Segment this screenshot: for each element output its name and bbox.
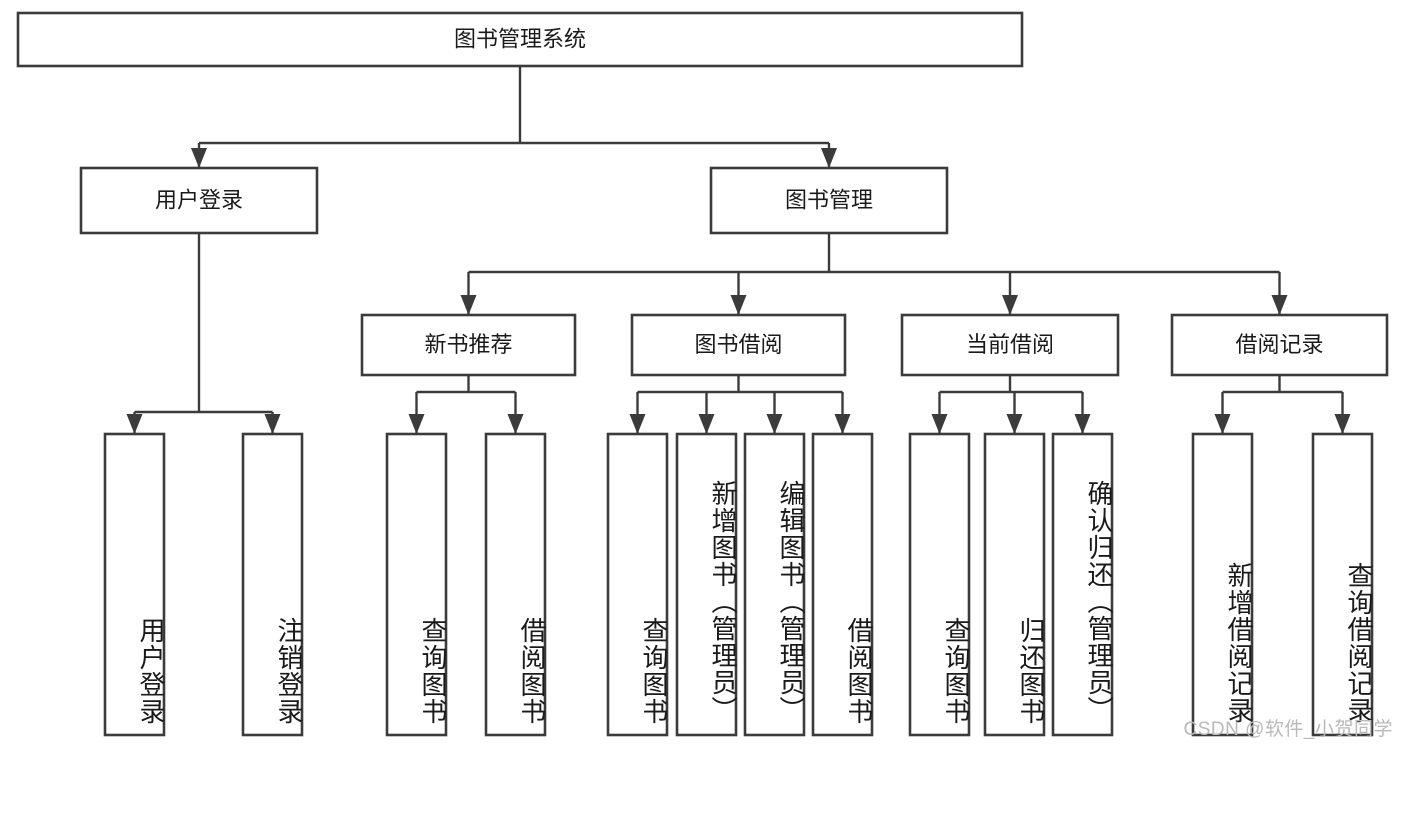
node-label-borrow-record: 借阅记录 xyxy=(1235,332,1323,357)
node-box-leaf-query-book-rec[interactable] xyxy=(385,432,448,737)
node-box-leaf-confirm-return[interactable] xyxy=(1051,432,1114,737)
node-box-leaf-logout-login[interactable] xyxy=(241,432,304,737)
connector-arrowhead xyxy=(730,295,747,315)
node-box-book-borrow[interactable] xyxy=(630,313,847,377)
node-box-new-book-recommend[interactable] xyxy=(360,313,577,377)
connector-arrowhead xyxy=(766,414,783,434)
node-box-leaf-add-record[interactable] xyxy=(1191,432,1254,737)
connector-arrowhead xyxy=(507,414,524,434)
connector-arrowhead xyxy=(460,295,477,315)
node-label-book-manage: 图书管理 xyxy=(785,187,873,212)
node-label-new-book-recommend: 新书推荐 xyxy=(424,332,512,357)
diagram-root: 图书管理系统用户登录图书管理新书推荐图书借阅当前借阅借阅记录 用户登录注销登录查… xyxy=(16,11,1393,740)
connector-arrowhead xyxy=(834,414,851,434)
connector-arrowhead xyxy=(931,414,948,434)
node-box-leaf-query-record[interactable] xyxy=(1311,432,1374,737)
node-label-user-login: 用户登录 xyxy=(155,187,243,212)
node-box-borrow-record[interactable] xyxy=(1170,313,1389,377)
node-box-leaf-query-book-borrow[interactable] xyxy=(606,432,669,737)
node-box-leaf-query-book-current[interactable] xyxy=(908,432,971,737)
connector-arrowhead xyxy=(126,414,143,434)
connector-arrowhead xyxy=(629,414,646,434)
node-box-leaf-add-book[interactable] xyxy=(675,432,738,737)
connector-arrowhead xyxy=(191,148,207,168)
node-box-leaf-borrow-book-rec[interactable] xyxy=(484,432,547,737)
node-box-book-manage[interactable] xyxy=(709,166,949,235)
connector-arrowhead xyxy=(1214,414,1231,434)
node-box-user-login[interactable] xyxy=(79,166,319,235)
edges-layer xyxy=(126,66,1351,434)
connector-arrowhead xyxy=(1074,414,1091,434)
node-box-leaf-edit-book[interactable] xyxy=(743,432,806,737)
node-box-leaf-return-book[interactable] xyxy=(983,432,1046,737)
connector-arrowhead xyxy=(408,414,425,434)
connector-arrowhead xyxy=(1002,295,1018,315)
node-label-book-borrow: 图书借阅 xyxy=(694,332,782,357)
node-label-current-borrow: 当前借阅 xyxy=(966,332,1054,357)
node-label-root: 图书管理系统 xyxy=(454,26,586,51)
watermark-text: CSDN @软件_小贺同学 xyxy=(1183,719,1393,740)
node-box-leaf-borrow-book[interactable] xyxy=(811,432,874,737)
node-box-root[interactable] xyxy=(16,11,1024,68)
connector-arrowhead xyxy=(264,414,281,434)
node-box-current-borrow[interactable] xyxy=(900,313,1120,377)
connector-arrowhead xyxy=(821,148,837,168)
node-box-leaf-user-login[interactable] xyxy=(103,432,166,737)
connector-arrowhead xyxy=(1271,295,1288,315)
connector-arrowhead xyxy=(1006,414,1023,434)
connector-arrowhead xyxy=(1334,414,1351,434)
connector-arrowhead xyxy=(698,414,715,434)
